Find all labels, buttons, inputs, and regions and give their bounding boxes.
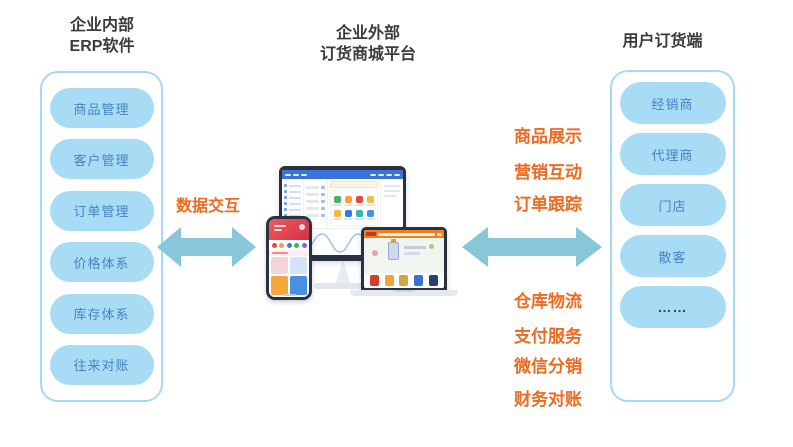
erp-module-item: 往来对账 bbox=[49, 344, 154, 385]
data-exchange-label: 数据交互 bbox=[175, 198, 240, 215]
left-title-line2: ERP软件 bbox=[69, 38, 135, 55]
admin-list bbox=[304, 179, 329, 228]
flow-label-bottom: 支付服务 bbox=[514, 327, 582, 346]
monitor-base bbox=[314, 283, 372, 289]
flow-label-top: 营销互动 bbox=[514, 163, 582, 182]
phone-home-indicator bbox=[282, 294, 296, 296]
product-illustration bbox=[388, 242, 399, 260]
admin-right-panel bbox=[380, 179, 403, 228]
product-thumbnails-row bbox=[364, 273, 444, 288]
flow-label-top: 订单跟踪 bbox=[514, 195, 582, 214]
center-column-title: 企业外部 订货商城平台 bbox=[283, 23, 453, 65]
right-title: 用户订货端 bbox=[622, 33, 703, 50]
laptop-display bbox=[364, 230, 444, 288]
user-channel-item: 门店 bbox=[619, 184, 726, 226]
flow-label-bottom: 仓库物流 bbox=[514, 292, 582, 311]
user-channel-item: 散客 bbox=[619, 235, 726, 277]
double-arrow-right-icon bbox=[462, 225, 602, 274]
shop-search-bar bbox=[378, 232, 435, 236]
shop-nav-button bbox=[437, 232, 442, 236]
user-channel-item: 代理商 bbox=[619, 133, 726, 175]
erp-module-item: 商品管理 bbox=[49, 88, 154, 128]
shop-logo bbox=[366, 232, 376, 236]
center-title-line1: 企业外部 bbox=[335, 25, 400, 42]
admin-body bbox=[282, 179, 403, 228]
flow-label-top: 商品展示 bbox=[514, 127, 582, 146]
erp-module-item: 库存体系 bbox=[49, 293, 154, 334]
app-hero-banner bbox=[269, 219, 309, 240]
shop-hero-banner bbox=[364, 238, 444, 273]
user-channel-item: 经销商 bbox=[619, 82, 726, 124]
shop-navbar bbox=[364, 230, 444, 238]
app-block-row bbox=[269, 275, 309, 297]
flow-label-bottom: 财务对账 bbox=[514, 390, 582, 409]
app-promo-strip bbox=[269, 250, 309, 256]
erp-module-item: 订单管理 bbox=[49, 190, 154, 231]
notice-bar bbox=[330, 181, 379, 188]
admin-main bbox=[328, 179, 380, 228]
left-title-line1: 企业内部 bbox=[69, 17, 134, 34]
app-icon-row bbox=[269, 240, 309, 250]
monitor-stand bbox=[336, 259, 350, 283]
erp-modules-panel: 商品管理 客户管理 订单管理 价格体系 库存体系 往来对账 bbox=[40, 71, 163, 402]
user-channels-panel: 经销商 代理商 门店 散客 …… bbox=[610, 70, 735, 402]
phone-screen bbox=[269, 219, 309, 297]
erp-module-item: 价格体系 bbox=[49, 242, 154, 283]
user-channel-item-more: …… bbox=[619, 286, 726, 328]
admin-topbar bbox=[282, 170, 403, 179]
left-column-title: 企业内部 ERP软件 bbox=[36, 15, 168, 57]
double-arrow-left-icon bbox=[157, 225, 256, 274]
app-icon-grid bbox=[330, 190, 379, 226]
laptop-icon bbox=[361, 227, 447, 290]
flow-label-bottom: 微信分销 bbox=[514, 357, 582, 376]
right-column-title: 用户订货端 bbox=[600, 31, 725, 52]
erp-module-item: 客户管理 bbox=[49, 139, 154, 180]
admin-sidebar bbox=[282, 179, 305, 228]
laptop-base bbox=[350, 290, 458, 296]
app-card-row bbox=[269, 256, 309, 275]
smartphone-icon bbox=[266, 216, 312, 300]
center-title-line2: 订货商城平台 bbox=[319, 46, 416, 63]
